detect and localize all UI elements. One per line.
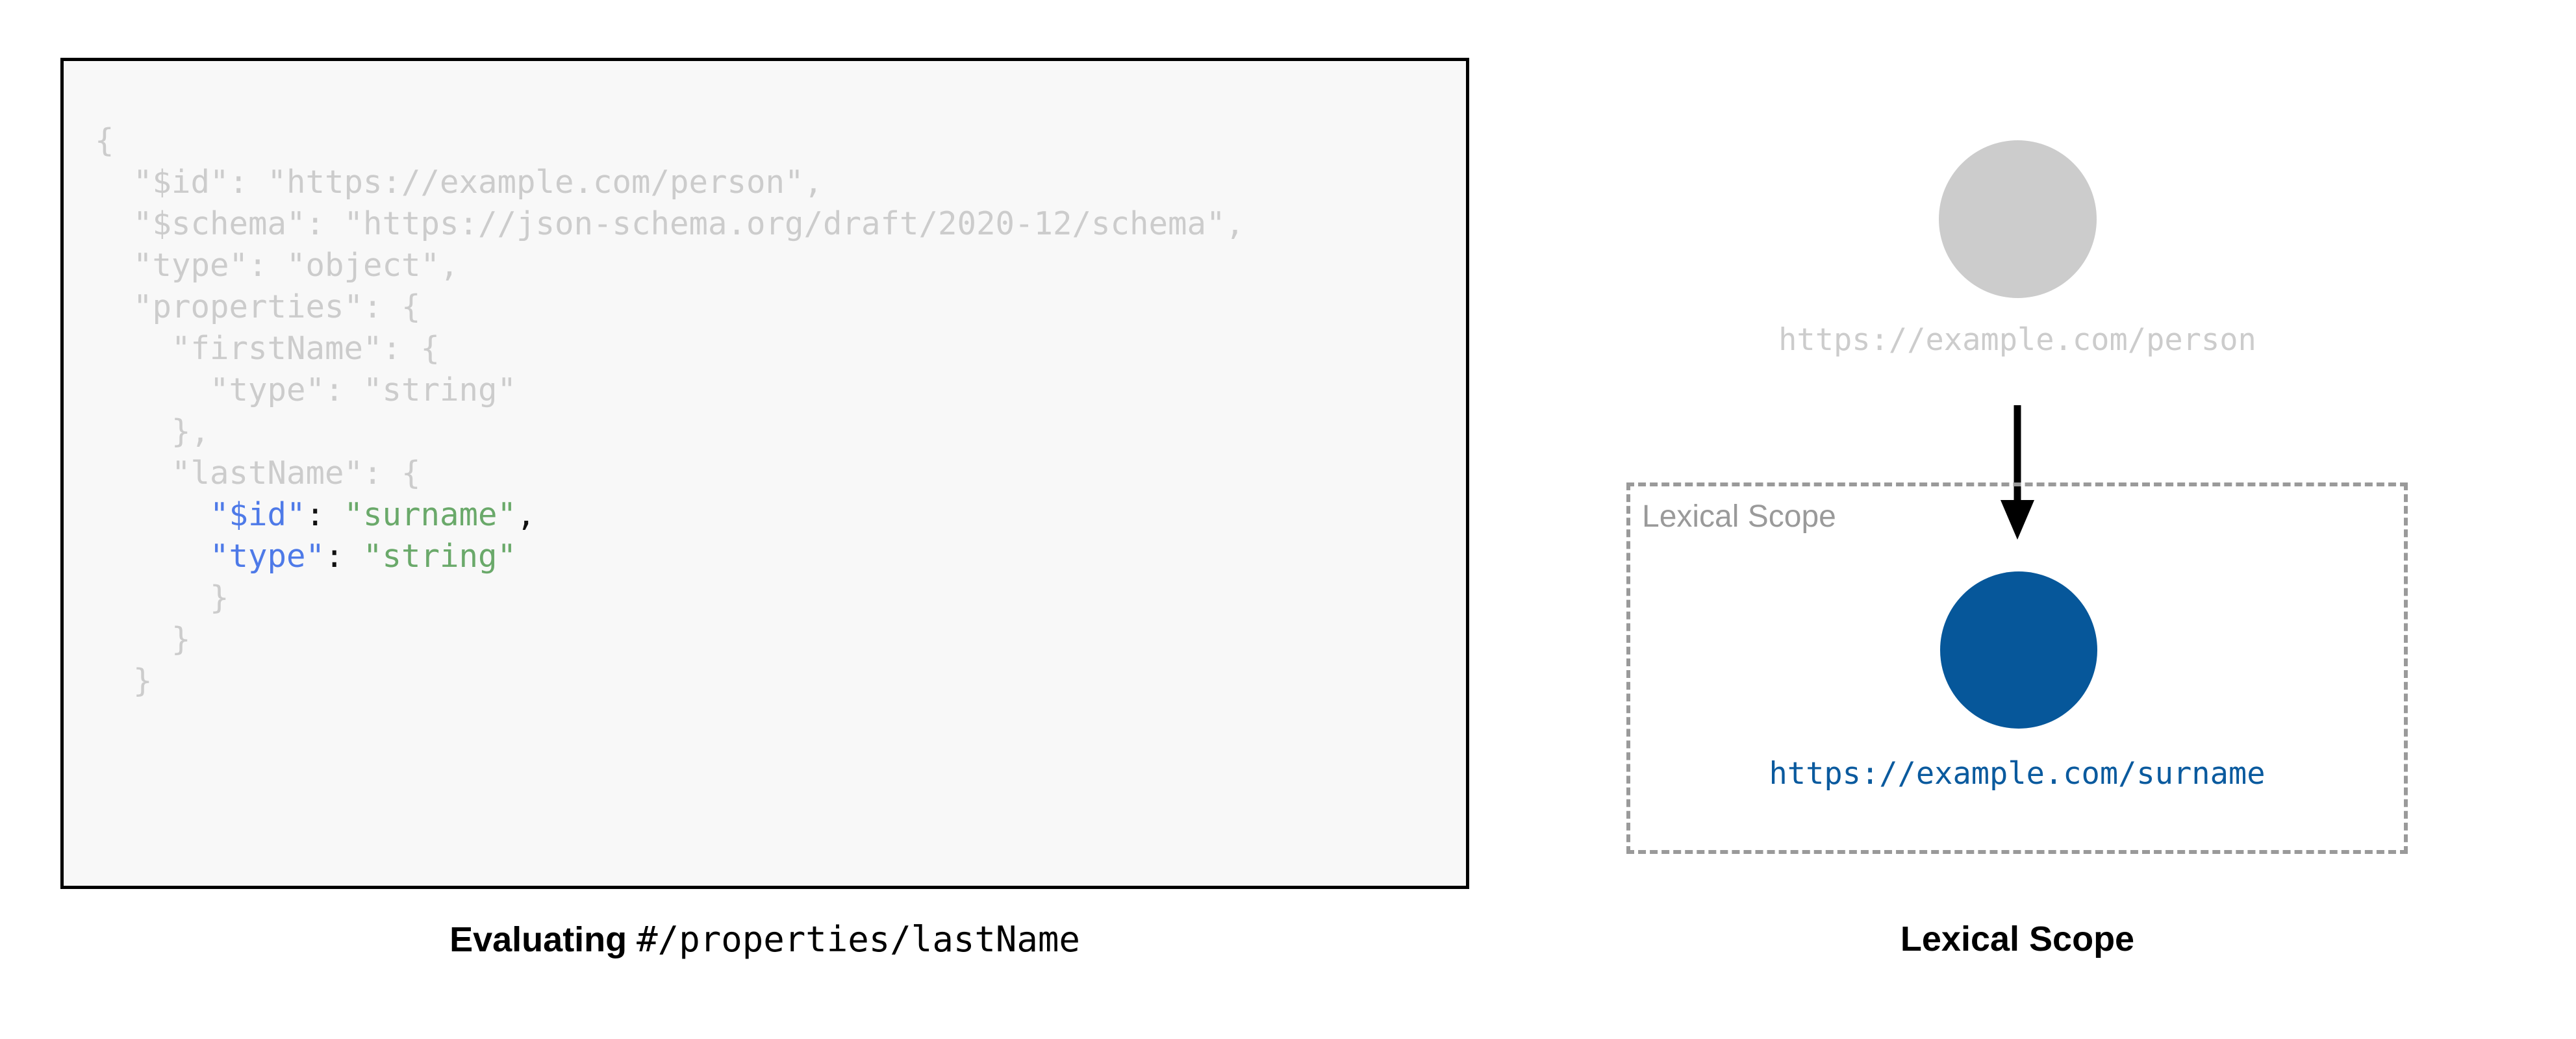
code-token: : [305, 496, 344, 533]
lexical-scope-box-title: Lexical Scope [1642, 499, 1836, 534]
code-line: } [95, 619, 1459, 660]
root-schema-node-label: https://example.com/person [1778, 322, 2256, 358]
code-line: "$id": "https://example.com/person", [95, 162, 1459, 203]
code-line: "firstName": { [95, 328, 1459, 369]
root-schema-node-circle [1939, 140, 2097, 298]
code-line: "type": "string" [95, 536, 1459, 577]
code-token: } [133, 662, 153, 699]
code-token: "firstName": { [171, 330, 440, 367]
code-token: , [516, 496, 536, 533]
code-line: "lastName": { [95, 453, 1459, 494]
code-line: "$schema": "https://json-schema.org/draf… [95, 203, 1459, 245]
code-token: } [171, 621, 191, 658]
code-line: }, [95, 411, 1459, 453]
code-token: : [325, 538, 364, 575]
code-line: "type": "string" [95, 369, 1459, 411]
lexical-scope-diagram: https://example.com/person Lexical Scope… [1559, 0, 2576, 1039]
code-token: "$schema": "https://json-schema.org/draf… [133, 205, 1245, 242]
code-token: }, [171, 413, 210, 450]
left-caption: Evaluating #/properties/lastName [60, 919, 1469, 960]
code-token: { [95, 122, 114, 159]
code-line: "$id": "surname", [95, 494, 1459, 536]
code-line: "properties": { [95, 286, 1459, 328]
code-token: } [210, 579, 229, 616]
code-token: "type": "object", [133, 247, 459, 284]
code-token: "$id" [210, 496, 306, 533]
schema-code-listing: { "$id": "https://example.com/person", "… [95, 120, 1459, 702]
left-caption-pointer: #/properties/lastName [637, 919, 1080, 960]
code-line: "type": "object", [95, 245, 1459, 286]
code-token: "type": "string" [210, 371, 517, 408]
right-caption: Lexical Scope [1900, 920, 2135, 958]
schema-code-panel: { "$id": "https://example.com/person", "… [60, 58, 1469, 889]
code-token: "lastName": { [171, 455, 421, 492]
scoped-schema-node-circle [1940, 571, 2097, 729]
code-token: "type" [210, 538, 325, 575]
code-line: } [95, 577, 1459, 619]
code-token: "$id": "https://example.com/person", [133, 164, 824, 201]
left-caption-bold: Evaluating [449, 920, 627, 959]
code-line: { [95, 120, 1459, 162]
scoped-schema-node-label: https://example.com/surname [1769, 756, 2266, 792]
down-arrow-icon [2001, 405, 2034, 540]
code-token: "properties": { [133, 288, 421, 325]
code-token: "string" [363, 538, 517, 575]
code-line: } [95, 660, 1459, 702]
lexical-scope-box [1626, 482, 2408, 854]
code-token: "surname" [344, 496, 517, 533]
